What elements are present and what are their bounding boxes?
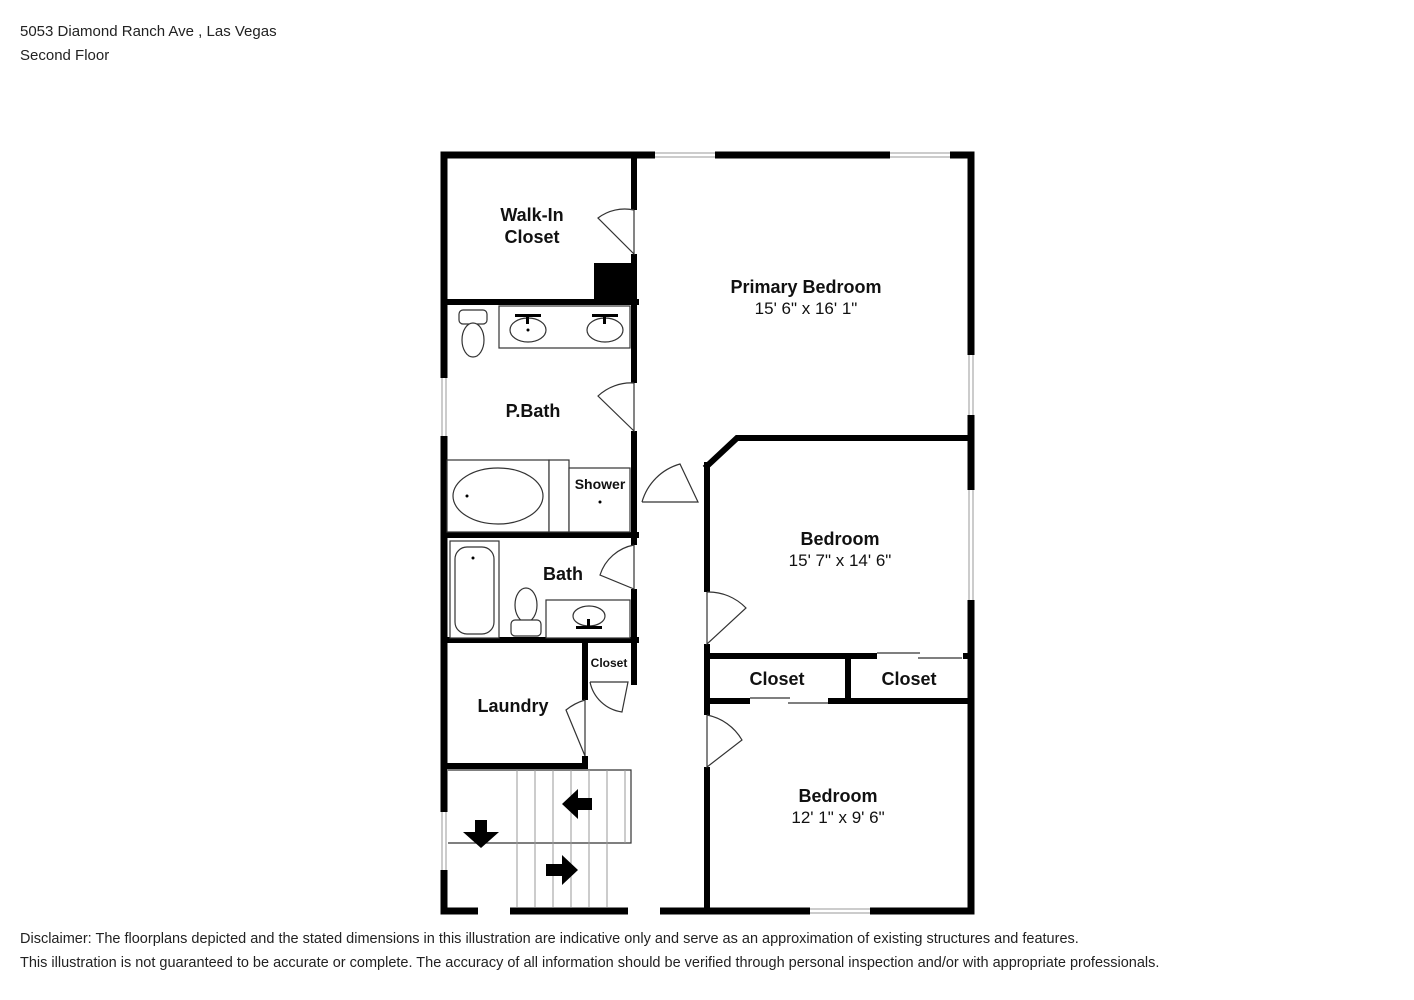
bath-label: Bath: [543, 564, 583, 584]
stairs: [448, 769, 632, 907]
walk-in-closet-label-1: Walk-In: [500, 205, 563, 225]
bedroom-2-label: Bedroom: [800, 529, 879, 549]
windows: [440, 151, 975, 915]
bedroom-2-dims: 15' 7" x 14' 6": [789, 551, 892, 570]
chimney-block: [594, 263, 636, 303]
closet-right-label: Closet: [881, 669, 936, 689]
shower-label: Shower: [575, 476, 626, 492]
bedroom-3-label: Bedroom: [798, 786, 877, 806]
primary-bedroom-label: Primary Bedroom: [730, 277, 881, 297]
stair-arrow-right-icon: [546, 855, 578, 885]
walk-in-closet-label-2: Closet: [504, 227, 559, 247]
small-closet-label: Closet: [591, 656, 628, 670]
floor-name: Second Floor: [20, 47, 110, 64]
doors: [565, 208, 963, 769]
primary-bedroom-dims: 15' 6" x 16' 1": [755, 299, 858, 318]
stair-arrow-down-icon: [463, 820, 499, 848]
faucets: [465, 314, 618, 629]
disclaimer-line-1: Disclaimer: The floorplans depicted and …: [20, 931, 1079, 947]
disclaimer-line-2: This illustration is not guaranteed to b…: [20, 955, 1160, 971]
stair-arrow-up-icon: [562, 789, 592, 819]
closet-left-label: Closet: [749, 669, 804, 689]
p-bath-label: P.Bath: [506, 401, 561, 421]
laundry-label: Laundry: [477, 696, 548, 716]
fixtures: [446, 305, 631, 639]
property-address: 5053 Diamond Ranch Ave , Las Vegas: [20, 23, 277, 40]
bedroom-3-dims: 12' 1" x 9' 6": [791, 808, 884, 827]
